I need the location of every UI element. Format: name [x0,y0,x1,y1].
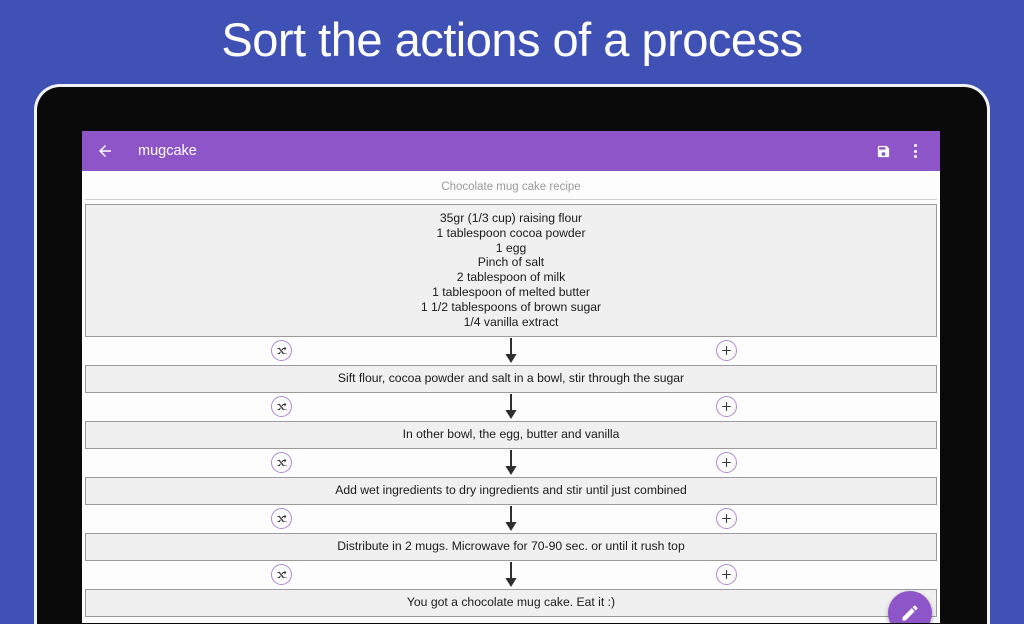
step-row[interactable]: In other bowl, the egg, butter and vanil… [85,421,937,450]
step-row[interactable]: Add wet ingredients to dry ingredients a… [85,477,937,506]
ingredient-line: 1 tablespoon cocoa powder [436,225,586,240]
ingredient-line: 1/4 vanilla extract [463,314,559,329]
arrow-down-icon [505,450,517,476]
device-screen: mugcake Chocolate mug cake recipe 35gr (… [82,131,940,623]
connector-row [85,561,937,589]
ingredient-line: 1 tablespoon of melted butter [432,284,590,299]
step-text: In other bowl, the egg, butter and vanil… [402,427,620,442]
plus-circle-icon [722,570,731,580]
ingredient-line: 35gr (1/3 cup) raising flour [439,211,583,225]
ingredient-line: 1 1/2 tablespoons of brown sugar [420,299,602,314]
ingredient-line: 2 tablespoon of milk [456,270,566,285]
add-step-button[interactable] [716,396,737,418]
save-floppy-icon [877,145,889,157]
app-title: mugcake [138,143,197,159]
shuffle-button[interactable] [271,340,292,362]
back-button[interactable] [92,138,118,164]
step-text: Distribute in 2 mugs. Microwave for 70-9… [337,539,685,554]
step-text: You got a chocolate mug cake. Eat it :) [406,595,616,610]
shuffle-button[interactable] [271,396,292,418]
add-step-button[interactable] [716,564,737,586]
tablet-device-frame: mugcake Chocolate mug cake recipe 35gr (… [34,84,990,624]
arrow-left-icon [99,145,111,157]
connector-row [85,337,937,365]
connector-row [85,505,937,533]
promo-headline: Sort the actions of a process [221,13,803,66]
arrow-down-icon [505,338,517,364]
step-row[interactable]: Distribute in 2 mugs. Microwave for 70-9… [85,533,937,562]
app-toolbar: mugcake [82,131,940,171]
step-text: Sift flour, cocoa powder and salt in a b… [337,371,685,386]
title-divider [85,199,937,200]
overflow-menu-icon [913,144,917,158]
shuffle-icon [277,402,286,411]
save-button[interactable] [870,138,896,164]
shuffle-icon [277,514,286,523]
pencil-edit-icon [902,605,918,621]
plus-circle-icon [722,346,731,356]
step-text: Add wet ingredients to dry ingredients a… [335,483,687,498]
shuffle-button[interactable] [271,508,292,530]
plus-circle-icon [722,402,731,412]
add-step-button[interactable] [716,340,737,362]
arrow-down-icon [505,506,517,532]
add-step-button[interactable] [716,452,737,474]
ingredient-line: Pinch of salt [477,255,545,270]
recipe-title: Chocolate mug cake recipe [441,181,581,193]
shuffle-icon [277,458,286,467]
ingredients-card[interactable]: 35gr (1/3 cup) raising flour 1 tablespoo… [85,204,937,338]
recipe-content: Chocolate mug cake recipe 35gr (1/3 cup)… [82,171,940,623]
connector-row [85,393,937,421]
promo-screenshot: Sort the actions of a process mugcake [34,13,990,624]
arrow-down-icon [505,394,517,420]
shuffle-icon [277,570,286,579]
step-row[interactable]: Sift flour, cocoa powder and salt in a b… [85,365,937,394]
overflow-menu-button[interactable] [902,138,928,164]
step-row[interactable]: You got a chocolate mug cake. Eat it :) [85,589,937,618]
connector-row [85,449,937,477]
shuffle-button[interactable] [271,452,292,474]
shuffle-button[interactable] [271,564,292,586]
shuffle-icon [277,346,286,355]
plus-circle-icon [722,458,731,468]
ingredient-line: 1 egg [495,240,527,255]
add-step-button[interactable] [716,508,737,530]
arrow-down-icon [505,562,517,588]
plus-circle-icon [722,514,731,524]
